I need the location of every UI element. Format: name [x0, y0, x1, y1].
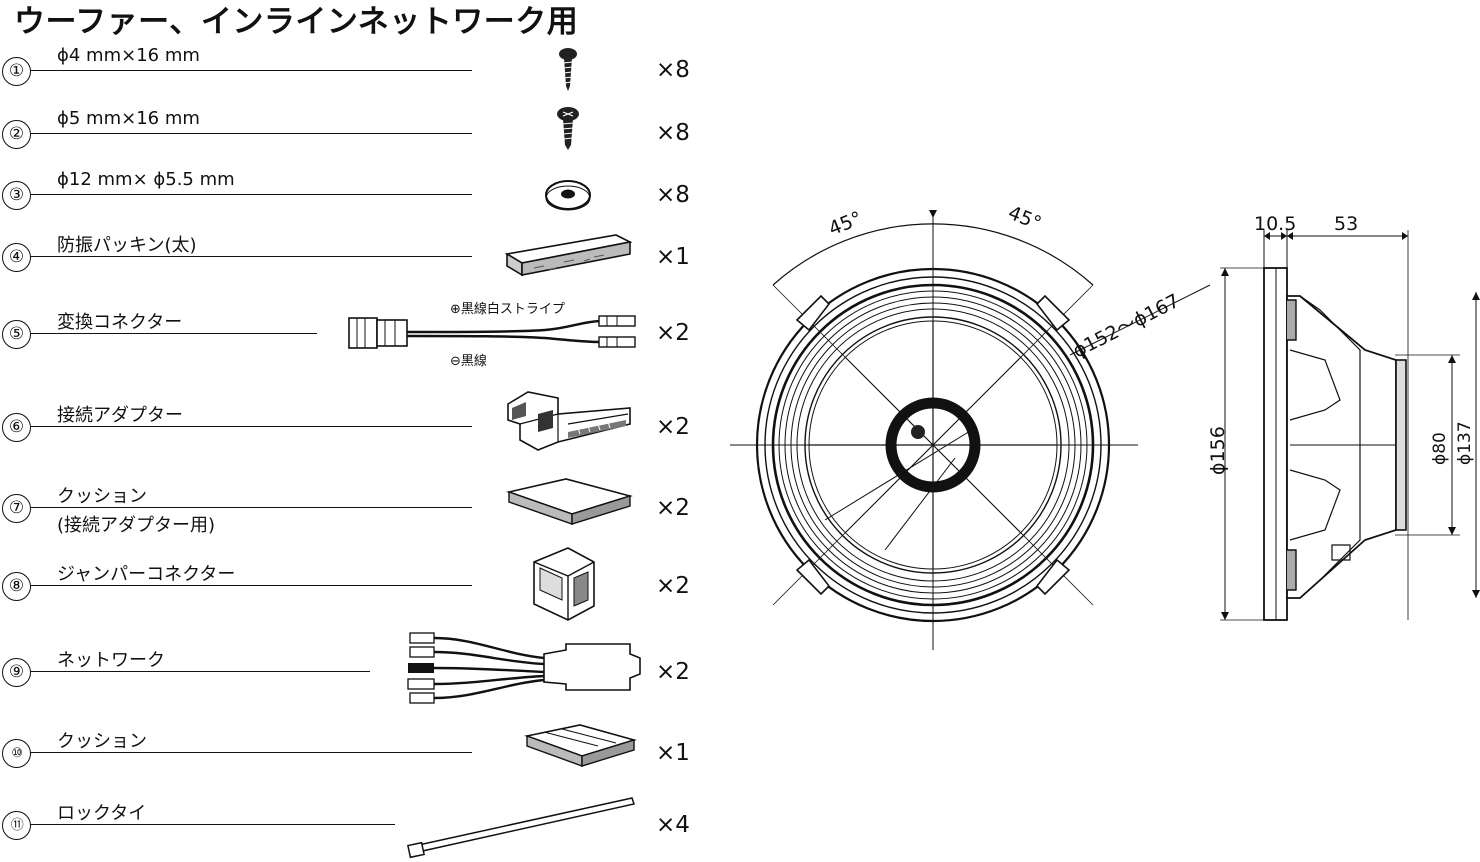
part-quantity: ×1: [656, 740, 690, 766]
packing-icon: [504, 234, 633, 277]
part-label: ネットワーク: [57, 650, 165, 671]
part-label: クッション: [57, 731, 147, 752]
screw-icon: [559, 48, 577, 91]
part-quantity: ×2: [656, 495, 690, 521]
wire-plus-label: ⊕黒線白ストライプ: [450, 302, 565, 317]
part-quantity: ×2: [656, 659, 690, 685]
cushion-icon: [524, 724, 637, 767]
part-label: ϕ5 mm×16 mm: [57, 108, 200, 129]
part-label: 変換コネクター: [57, 312, 183, 333]
part-quantity: ×4: [656, 812, 690, 838]
cushion-icon: [506, 478, 633, 525]
part-number: ②: [2, 120, 31, 149]
angle-right-label: 45°: [1005, 202, 1044, 235]
leader-line: [30, 671, 370, 672]
speaker-front-view: 45° 45° ϕ152〜ϕ167: [730, 202, 1211, 650]
part-quantity: ×2: [656, 320, 690, 346]
page-title: ウーファー、インラインネットワーク用: [14, 4, 579, 40]
leader-line: [30, 426, 472, 427]
part-quantity: ×2: [656, 414, 690, 440]
frame-diameter-label: ϕ137: [1455, 421, 1475, 465]
part-number: ⑦: [2, 494, 31, 523]
leader-line: [30, 194, 472, 195]
cutout-diameter-label: ϕ152〜ϕ167: [1069, 290, 1183, 363]
part-number: ③: [2, 181, 31, 210]
wire-minus-label: ⊖黒線: [450, 354, 487, 369]
part-quantity: ×8: [656, 57, 690, 83]
leader-line: [30, 507, 472, 508]
part-label-sub: (接続アダプター用): [57, 515, 216, 536]
part-number: ⑥: [2, 413, 31, 442]
leader-line: [30, 133, 472, 134]
part-number: ④: [2, 243, 31, 272]
network-icon: [407, 632, 641, 704]
part-label: ジャンパーコネクター: [57, 564, 236, 585]
leader-line: [30, 70, 472, 71]
part-label: 接続アダプター: [57, 405, 183, 426]
part-number: ⑩: [2, 739, 31, 768]
body-depth-label: 53: [1334, 213, 1358, 235]
part-label: ϕ12 mm× ϕ5.5 mm: [57, 169, 235, 190]
flange-depth-label: 10.5: [1254, 213, 1296, 235]
part-label: 防振パッキン(太): [57, 235, 197, 256]
lock-tie-icon: [407, 797, 635, 859]
part-quantity: ×8: [656, 182, 690, 208]
part-quantity: ×2: [656, 573, 690, 599]
leader-line: [30, 333, 317, 334]
speaker-side-view: 10.5 53 ϕ156 ϕ80 ϕ137: [1207, 213, 1480, 621]
leader-line: [30, 256, 472, 257]
part-label: ϕ4 mm×16 mm: [57, 45, 200, 66]
part-number: ①: [2, 57, 31, 86]
part-quantity: ×8: [656, 120, 690, 146]
part-label: ロックタイ: [57, 803, 147, 824]
washer-icon: [545, 180, 591, 211]
leader-line: [30, 824, 395, 825]
connection-adapter-icon: [507, 391, 631, 451]
part-number: ⑤: [2, 320, 31, 349]
part-quantity: ×1: [656, 244, 690, 270]
jumper-connector-icon: [533, 547, 595, 621]
part-number: ⑧: [2, 572, 31, 601]
part-number: ⑪: [2, 811, 31, 840]
part-number: ⑨: [2, 658, 31, 687]
screw-icon: [557, 107, 579, 150]
magnet-diameter-label: ϕ80: [1430, 432, 1450, 465]
part-label: クッション: [57, 486, 147, 507]
outer-diameter-label: ϕ156: [1207, 426, 1229, 475]
conversion-connector-icon: [348, 315, 636, 349]
leader-line: [30, 585, 472, 586]
parts-list: ① ϕ4 mm×16 mm ×8 ② ϕ5 mm×16 mm ×8 ③ ϕ12 …: [0, 0, 720, 862]
leader-line: [30, 752, 472, 753]
